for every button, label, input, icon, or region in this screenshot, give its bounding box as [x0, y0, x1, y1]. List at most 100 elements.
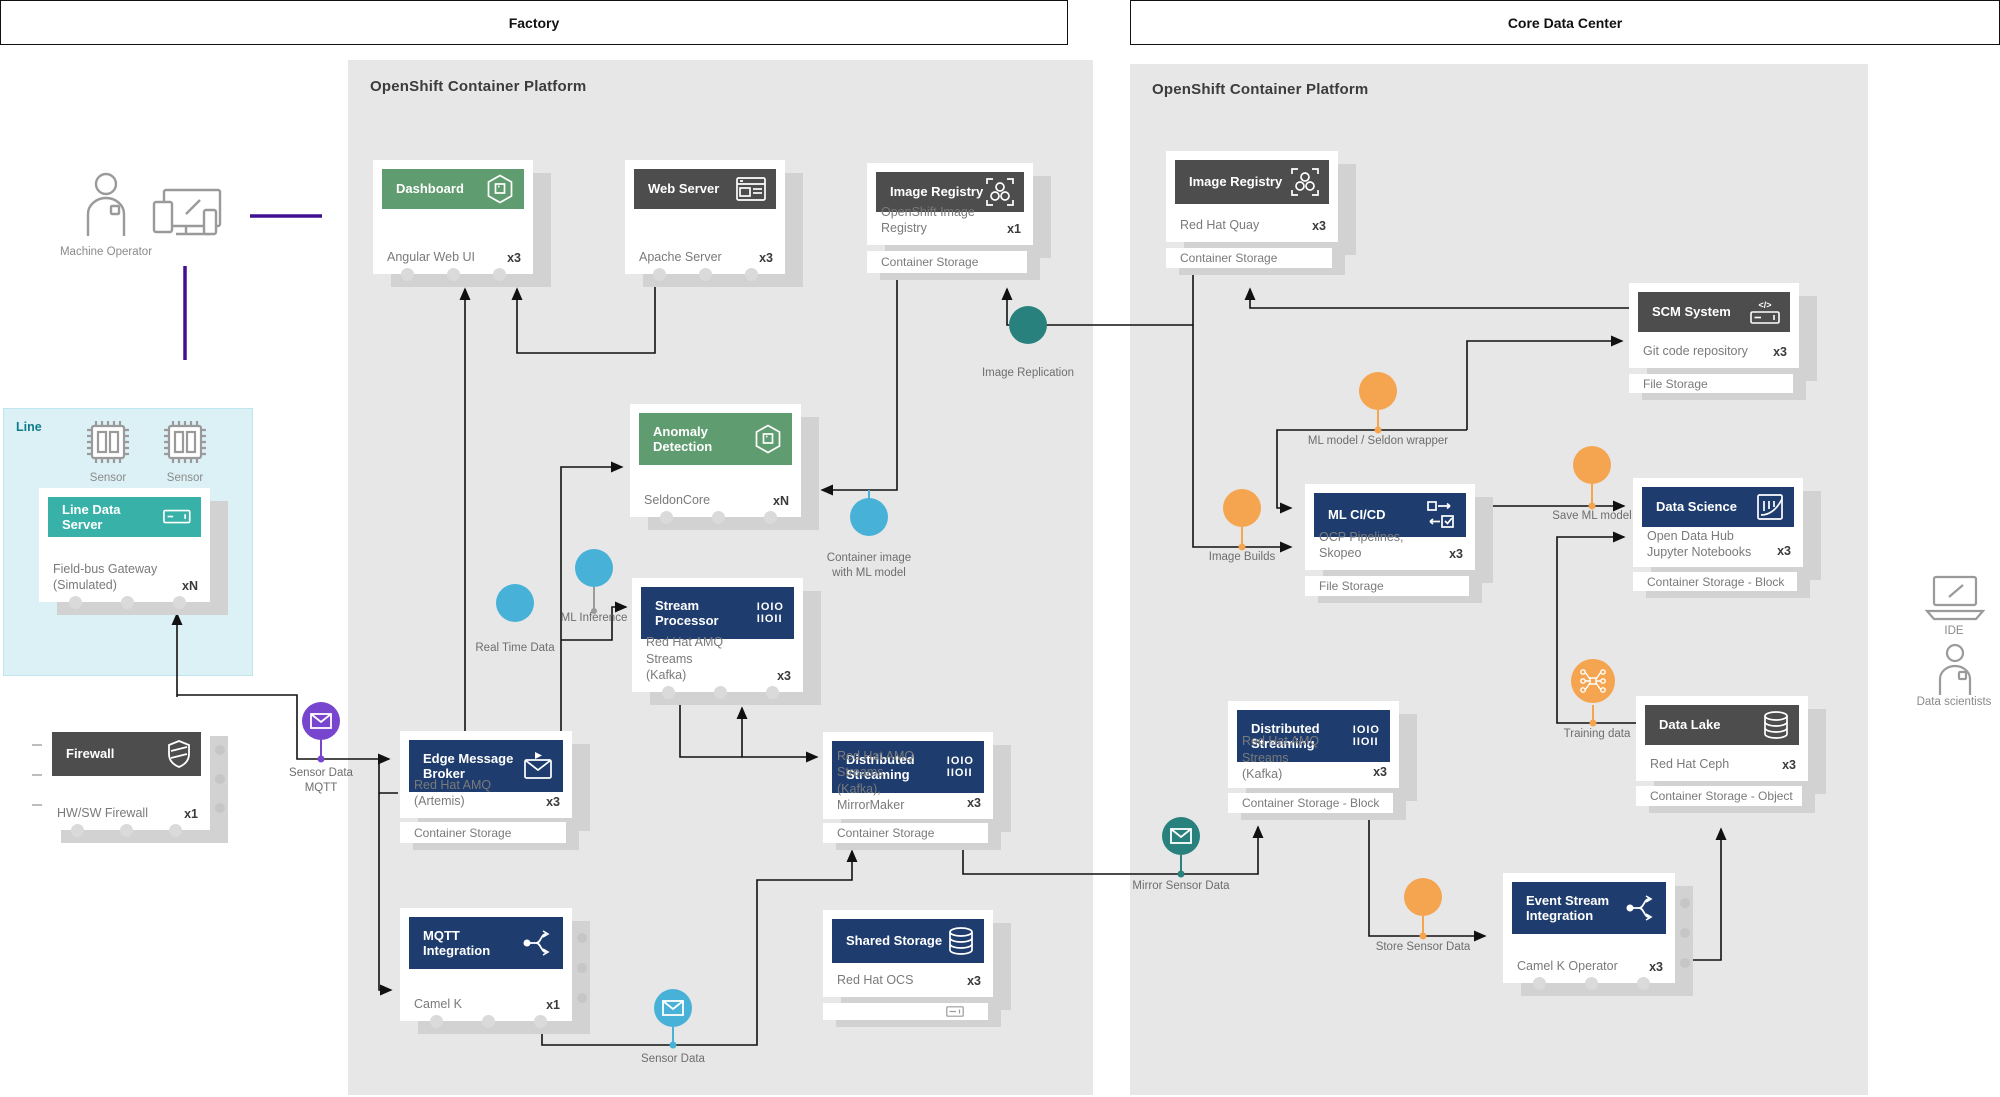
card-edge-message-broker: Edge Message Broker Red Hat AMQ (Artemis… — [400, 731, 572, 818]
ide-label: IDE — [1944, 625, 1964, 637]
shared-storage-header: Shared Storage — [832, 919, 984, 963]
storage-strip-label: File Storage — [1643, 376, 1708, 391]
card-mqtt-integration: MQTT Integration Camel K x1 — [400, 908, 587, 1028]
stream-processor-title: Stream Processor — [655, 597, 719, 628]
container-image-ml-badge — [850, 498, 888, 536]
envelope-icon — [662, 1000, 684, 1016]
shared-storage-substrip — [823, 1003, 988, 1020]
wire-branch-mqttintegration — [378, 793, 393, 996]
web-server-count: x3 — [759, 251, 773, 265]
event-stream-integration-tech: Camel K Operator — [1517, 958, 1618, 973]
storage-strip-label: Container Storage - Object — [1650, 789, 1793, 803]
wire-branch-edgebroker — [378, 759, 398, 794]
line-zone-label: Line — [16, 420, 42, 434]
mirror-sensor-data-label: Mirror Sensor Data — [1132, 880, 1230, 892]
card-data-lake: Data Lake Red Hat Ceph x3 — [1636, 696, 1808, 781]
ml-cicd-title: ML CI/CD — [1328, 507, 1386, 523]
wire-scm-to-registry — [1244, 287, 1629, 309]
pod-hexagon-icon — [755, 424, 781, 454]
machine-operator-icon — [86, 172, 126, 236]
wire-registry-to-anomaly — [820, 277, 898, 496]
dashboard-tech: Angular Web UI — [387, 249, 476, 264]
anomaly-detection-header: Anomaly Detection — [639, 413, 792, 465]
sensor-data-mqtt-badge — [302, 702, 340, 740]
wire-wrapper-to-mlcicd — [1276, 429, 1467, 514]
ml-inference-badge — [575, 549, 613, 587]
server-icon — [163, 509, 191, 524]
wire-streamprocessor-to-dstreaming — [679, 702, 819, 763]
data-science-tech: Open Data Hub Jupyter Notebooks — [1647, 528, 1752, 559]
ml-cicd-storage: File Storage — [1305, 576, 1469, 596]
image-builds-badge — [1223, 489, 1261, 527]
integration-branch-icon — [1626, 895, 1653, 921]
web-server-header: Web Server — [634, 169, 776, 209]
data-lake-count: x3 — [1782, 758, 1796, 772]
anomaly-detection-title: Anomaly Detection — [653, 423, 713, 454]
firewall-title: Firewall — [66, 746, 115, 762]
badge-stems — [32, 410, 1597, 1049]
storage-strip-label: Container Storage — [414, 825, 512, 840]
image-registry-factory-storage: Container Storage — [867, 251, 1027, 273]
image-registry-core-title: Image Registry — [1189, 174, 1283, 190]
card-firewall: Firewall HW/SW Firewall x1 — [43, 723, 225, 837]
data-science-storage: Container Storage - Block — [1633, 572, 1797, 591]
browser-icon — [736, 177, 766, 201]
factory-panel-title: OpenShift Container Platform — [370, 78, 587, 95]
storage-strip-label: Container Storage - Block — [1647, 574, 1785, 589]
card-dashboard: Dashboard Angular Web UI x3 — [373, 160, 533, 281]
data-science-count: x3 — [1777, 544, 1791, 558]
card-line-data-server: Line Data Server Field-bus Gateway (Simu… — [39, 488, 210, 609]
real-time-data-badge — [496, 584, 534, 622]
wire-wrapper-to-scm — [1466, 335, 1624, 430]
scm-system-header: SCM System </> — [1638, 292, 1790, 332]
distributed-streaming-core-count: x3 — [1373, 765, 1387, 779]
firewall-header: Firewall — [52, 732, 201, 776]
anomaly-detection-count: xN — [773, 494, 789, 508]
image-replication-label: Image Replication — [981, 367, 1075, 379]
line-data-server-tech: Field-bus Gateway (Simulated) — [53, 561, 158, 592]
card-image-registry-factory: Image Registry OpenShift Image Registry … — [867, 163, 1033, 245]
image-registry-core-count: x3 — [1312, 219, 1326, 233]
machine-operator-label: Machine Operator — [59, 246, 153, 258]
storage-strip-label: Container Storage — [881, 255, 979, 269]
ml-cicd-tech: OCP Pipelines, Skopeo — [1319, 529, 1404, 560]
firewall-tech: HW/SW Firewall — [57, 805, 148, 820]
data-science-title: Data Science — [1656, 499, 1737, 515]
ml-cicd-count: x3 — [1449, 547, 1463, 561]
ml-inference-label: ML Inference — [560, 612, 628, 624]
storage-strip-label: File Storage — [1319, 579, 1384, 593]
line-data-server-count: xN — [182, 579, 198, 593]
sensor-chip-icon — [87, 421, 129, 463]
scm-system-count: x3 — [1773, 345, 1787, 359]
database-icon — [1764, 711, 1788, 739]
save-ml-model-label: Save ML model — [1552, 510, 1632, 522]
wire-edgebroker-to-anomaly — [560, 461, 624, 731]
data-lake-title: Data Lake — [1659, 717, 1721, 733]
distributed-streaming-factory-tech: Red Hat AMQ Streams (Kafka), MirrorMaker — [837, 749, 915, 812]
sensor-data-mqtt-label: Sensor Data MQTT — [289, 767, 353, 794]
card-ml-cicd: ML CI/CD OCP Pipelines, Skopeo x3 — [1305, 484, 1475, 570]
quay-registry-icon — [986, 178, 1014, 206]
dashboard-count: x3 — [507, 251, 521, 265]
mqtt-integration-tech: Camel K — [414, 996, 462, 1011]
ml-model-seldon-badge — [1359, 372, 1397, 410]
shared-storage-count: x3 — [967, 974, 981, 988]
distributed-streaming-factory-count: x3 — [967, 796, 981, 810]
distributed-streaming-core-title: Distributed Streaming — [1251, 720, 1320, 751]
core-data-center-header: Core Data Center — [1130, 0, 2000, 45]
envelope-icon — [310, 713, 332, 729]
core-header-label: Core Data Center — [1507, 14, 1623, 31]
factory-header-label: Factory — [508, 14, 560, 31]
edge-message-broker-tech: Red Hat AMQ (Artemis) — [414, 777, 492, 808]
event-stream-integration-header: Event Stream Integration — [1512, 882, 1666, 934]
card-image-registry-core: Image Registry Red Hat Quay x3 — [1166, 151, 1338, 242]
operator-connection-lines — [183, 214, 322, 360]
wire-esi-to-datalake — [1675, 827, 1727, 961]
devices-icon — [152, 188, 222, 236]
save-ml-model-badge — [1573, 446, 1611, 484]
